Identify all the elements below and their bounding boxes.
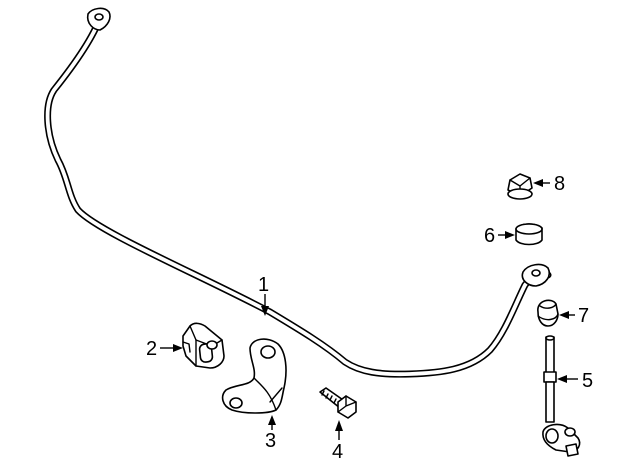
callout-label-6: 6 [484, 225, 495, 247]
callout-label-1: 1 [258, 274, 269, 296]
stabilizer-bar[interactable] [44, 7, 552, 378]
bushing-bracket[interactable] [221, 338, 287, 414]
callout-5: 5 [557, 370, 593, 392]
callout-4: 4 [332, 420, 343, 463]
callout-1: 1 [258, 274, 269, 316]
callout-label-8: 8 [554, 173, 565, 195]
callout-3: 3 [265, 415, 276, 452]
bar-left-eyelet-hole [94, 13, 104, 21]
bolt[interactable] [319, 387, 357, 419]
callout-label-3: 3 [265, 430, 276, 452]
callout-label-2: 2 [146, 338, 157, 360]
hex-nut[interactable] [507, 173, 533, 200]
callout-label-5: 5 [582, 370, 593, 392]
callout-6: 6 [484, 225, 515, 247]
callout-7: 7 [559, 305, 589, 327]
callout-8: 8 [533, 173, 565, 195]
nut[interactable] [515, 223, 543, 246]
callout-label-4: 4 [332, 441, 343, 463]
bar-right-eyelet-hole [531, 269, 541, 277]
bushing[interactable] [182, 322, 225, 369]
callout-2: 2 [146, 338, 183, 360]
stabilizer-link[interactable] [542, 335, 581, 457]
link-nut[interactable] [537, 299, 559, 327]
callout-label-7: 7 [578, 305, 589, 327]
